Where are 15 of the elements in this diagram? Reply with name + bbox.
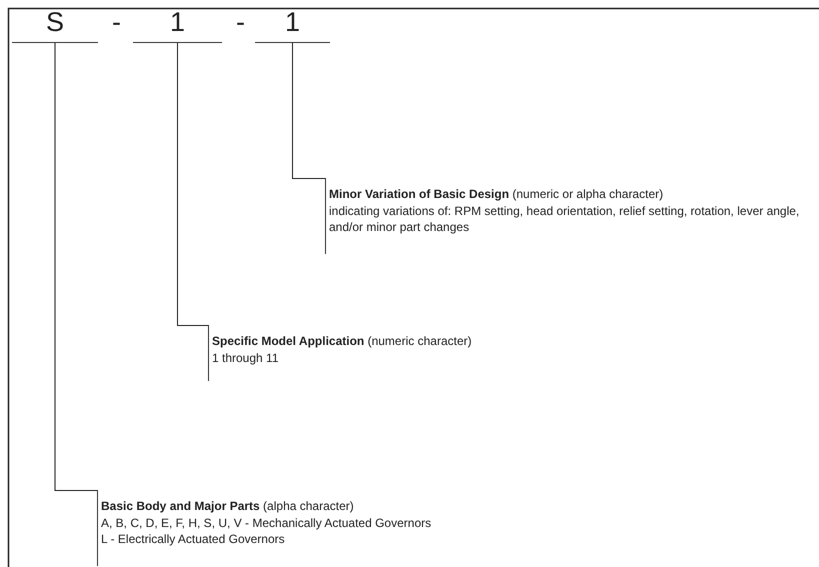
code-character: 1 bbox=[255, 2, 330, 43]
leader-line bbox=[292, 42, 326, 179]
description-text: indicating variations of: RPM setting, head orientation, relief setting, rotation, lever angle, and/or minor part changes bbox=[329, 202, 800, 236]
description-text: 1 through 11 bbox=[212, 350, 280, 366]
separator-dash: - bbox=[236, 6, 245, 39]
separator-dash: - bbox=[112, 6, 121, 39]
description-text: A, B, C, D, E, F, H, S, U, V - Mechanically Actuated Governors bbox=[101, 514, 432, 531]
description-heading: Specific Model Application (numeric character) bbox=[212, 333, 473, 350]
description-heading: Basic Body and Major Parts (alpha character) bbox=[101, 498, 355, 514]
description-heading: Minor Variation of Basic Design (numeric or alpha character) bbox=[329, 186, 664, 202]
leader-line bbox=[54, 42, 98, 491]
code-character: 1 bbox=[133, 2, 222, 43]
code-character: S bbox=[12, 2, 98, 43]
leader-line bbox=[177, 42, 209, 326]
description-text: L - Electrically Actuated Governors bbox=[101, 531, 286, 548]
